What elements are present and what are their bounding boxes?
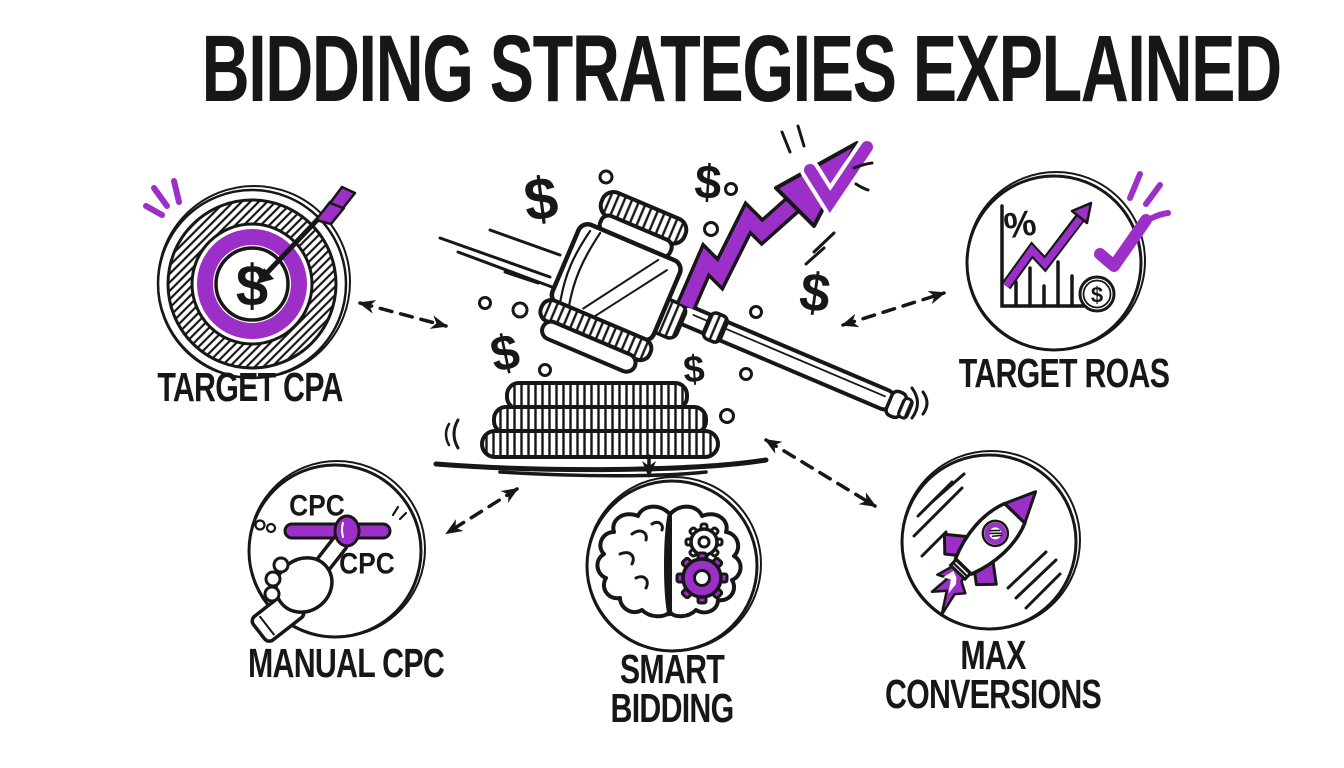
dollar-glyph: $	[236, 254, 268, 319]
dollar-coin-icon: $	[1078, 275, 1116, 313]
arrow-to-max-conversions	[764, 438, 877, 508]
page-title: BIDDING STRATEGIES EXPLAINED	[201, 16, 1282, 122]
brain-gears-icon	[585, 476, 762, 653]
dollar-glyph: $	[693, 156, 724, 211]
rocket-ship	[930, 490, 1038, 617]
cpc-label-top: CPC	[289, 488, 345, 522]
slider-knob	[333, 514, 361, 548]
percent-glyph: %	[1001, 201, 1038, 246]
growth-chart-icon: % $	[965, 171, 1171, 352]
rocket-icon	[900, 450, 1081, 631]
pointing-hand-icon	[250, 533, 350, 643]
bar-chart	[1000, 204, 1094, 308]
dollar-glyph: $	[682, 348, 706, 391]
purple-accent-sparks	[1127, 171, 1171, 221]
rising-arrow-icon	[676, 124, 877, 311]
floating-dots	[478, 169, 763, 424]
dollar-glyph: $	[796, 261, 834, 325]
purple-accent-sparks	[143, 178, 182, 218]
check-icon	[1094, 214, 1152, 272]
label-max-conversions: MAX CONVERSIONS	[884, 632, 1102, 717]
dollar-glyph: $	[486, 323, 525, 384]
dollar-glyph: $	[1091, 283, 1103, 308]
arrow-to-manual-cpc	[445, 487, 519, 535]
track-side-doodles	[254, 505, 408, 534]
handle-motion-arcs	[910, 386, 929, 420]
dart-arrow-icon	[256, 185, 357, 284]
cpc-label-bottom: CPC	[339, 546, 395, 580]
brain-outline	[595, 504, 743, 619]
impact-lines	[438, 228, 562, 289]
scattered-dollar-signs: $ $ $ $ $	[486, 156, 834, 392]
connector-arrows	[358, 290, 946, 535]
label-manual-cpc: MANUAL CPC	[247, 640, 445, 686]
arrow-to-target-cpa	[358, 300, 448, 329]
gavel-icon	[538, 189, 914, 420]
label-target-cpa: TARGET CPA	[157, 364, 343, 410]
gavel-sound-block	[433, 381, 769, 478]
label-smart-bidding: SMART BIDDING	[610, 646, 735, 731]
speed-lines	[912, 472, 1062, 610]
hand-slider-icon: CPC CPC	[247, 460, 426, 643]
dartboard-dollar-icon: $	[143, 178, 357, 380]
purple-gear-icon	[675, 551, 729, 605]
arrow-to-target-roas	[841, 290, 946, 328]
label-target-roas: TARGET ROAS	[958, 350, 1170, 396]
dollar-glyph: $	[520, 164, 561, 235]
